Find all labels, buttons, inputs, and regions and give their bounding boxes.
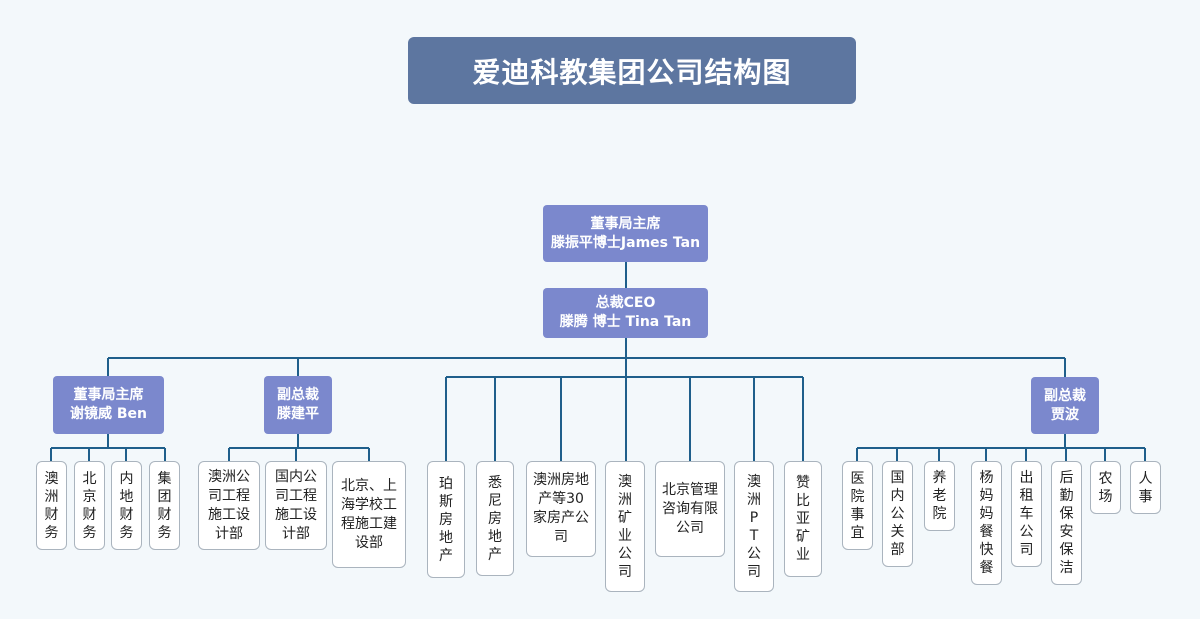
service-unit-box: 医院事宜 bbox=[842, 461, 873, 550]
unit-label: 集团财务 bbox=[157, 470, 172, 541]
unit-label: 澳洲财务 bbox=[44, 470, 59, 541]
company-box: 澳洲矿业公司 bbox=[605, 461, 645, 592]
unit-label: 医院事宜 bbox=[850, 470, 865, 541]
unit-label: 赞比亚矿业 bbox=[796, 475, 810, 563]
finance-unit-box: 北京财务 bbox=[74, 461, 105, 550]
company-box: 悉尼房地产 bbox=[476, 461, 514, 576]
engineering-unit-box: 国内公司工程施工设计部 bbox=[265, 461, 327, 550]
branch-exec-services: 副总裁 贾波 bbox=[1031, 377, 1099, 434]
ceo-box: 总裁CEO 滕腾 博士 Tina Tan bbox=[543, 288, 708, 338]
unit-label: 国内公关部 bbox=[890, 470, 905, 558]
company-box: 北京管理咨询有限公司 bbox=[655, 461, 725, 557]
unit-label: 悉尼房地产 bbox=[488, 474, 502, 563]
chairman-role: 董事局主席 bbox=[590, 215, 661, 232]
unit-label: 国内公司工程施工设计部 bbox=[275, 468, 317, 542]
unit-label: 澳洲PT公司 bbox=[747, 473, 761, 580]
service-unit-box: 出租车公司 bbox=[1011, 461, 1042, 567]
company-box: 澳洲PT公司 bbox=[734, 461, 774, 592]
unit-label: 澳洲房地产等30家房产公司 bbox=[533, 472, 589, 545]
unit-label: 杨妈妈餐快餐 bbox=[979, 470, 994, 576]
unit-label: 澳洲矿业公司 bbox=[618, 473, 632, 580]
branch-name: 滕建平 bbox=[277, 406, 319, 422]
branch-role: 副总裁 bbox=[277, 387, 319, 403]
branch-name: 贾波 bbox=[1051, 406, 1079, 423]
unit-label: 内地财务 bbox=[119, 470, 134, 541]
branch-name: 谢镜威 Ben bbox=[69, 406, 147, 422]
service-unit-box: 人事 bbox=[1130, 461, 1161, 514]
unit-label: 农场 bbox=[1098, 470, 1113, 505]
unit-label: 人事 bbox=[1138, 470, 1153, 505]
unit-label: 珀斯房地产 bbox=[439, 475, 453, 564]
unit-label: 澳洲公司工程施工设计部 bbox=[208, 468, 250, 542]
unit-label: 北京管理咨询有限公司 bbox=[662, 481, 718, 536]
service-unit-box: 杨妈妈餐快餐 bbox=[971, 461, 1002, 585]
finance-unit-box: 内地财务 bbox=[111, 461, 142, 550]
branch-role: 董事局主席 bbox=[73, 387, 144, 403]
unit-label: 北京、上海学校工程施工建设部 bbox=[341, 477, 397, 551]
service-unit-box: 后勤保安保洁 bbox=[1051, 461, 1082, 585]
service-unit-box: 国内公关部 bbox=[882, 461, 913, 567]
branch-exec-finance: 董事局主席 谢镜威 Ben bbox=[53, 376, 164, 434]
chart-title: 爱迪科教集团公司结构图 bbox=[408, 37, 856, 104]
chairman-box: 董事局主席 滕振平博士James Tan bbox=[543, 205, 708, 262]
unit-label: 养老院 bbox=[932, 470, 947, 522]
ceo-role: 总裁CEO bbox=[595, 295, 656, 311]
chairman-name: 滕振平博士James Tan bbox=[550, 234, 701, 251]
company-box: 澳洲房地产等30家房产公司 bbox=[526, 461, 596, 557]
branch-exec-engineering: 副总裁 滕建平 bbox=[264, 376, 332, 434]
unit-label: 出租车公司 bbox=[1019, 470, 1034, 558]
engineering-unit-box: 澳洲公司工程施工设计部 bbox=[198, 461, 260, 550]
unit-label: 后勤保安保洁 bbox=[1059, 470, 1074, 576]
service-unit-box: 农场 bbox=[1090, 461, 1121, 514]
unit-label: 北京财务 bbox=[82, 470, 97, 541]
company-box: 珀斯房地产 bbox=[427, 461, 465, 578]
finance-unit-box: 澳洲财务 bbox=[36, 461, 67, 550]
branch-role: 副总裁 bbox=[1044, 387, 1086, 404]
service-unit-box: 养老院 bbox=[924, 461, 955, 531]
company-box: 赞比亚矿业 bbox=[784, 461, 822, 577]
ceo-name: 滕腾 博士 Tina Tan bbox=[559, 314, 692, 330]
engineering-unit-box: 北京、上海学校工程施工建设部 bbox=[332, 461, 406, 568]
finance-unit-box: 集团财务 bbox=[149, 461, 180, 550]
